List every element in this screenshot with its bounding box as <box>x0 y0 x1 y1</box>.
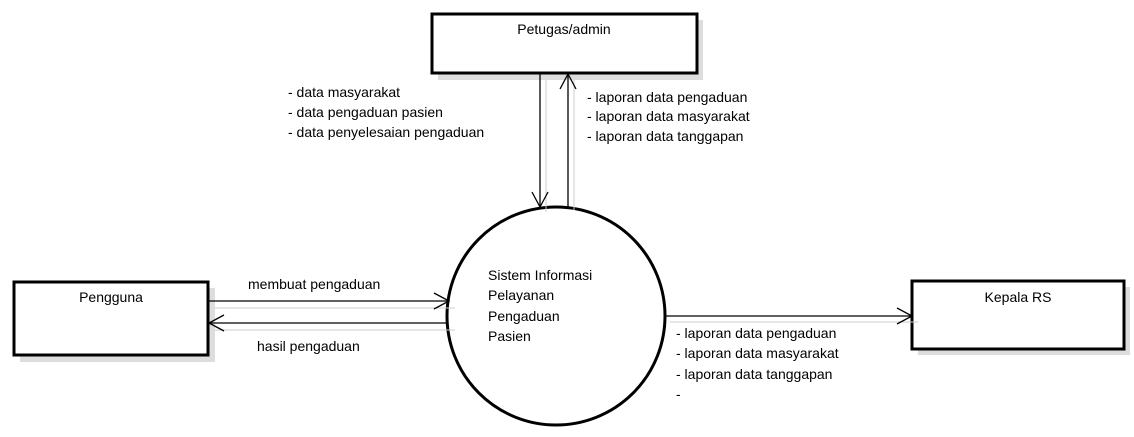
flow-label: - data masyarakat <box>288 84 400 100</box>
flow-label: - laporan data pengaduan <box>587 89 747 105</box>
flow-system-to-pengguna <box>207 314 455 332</box>
flow-label: - laporan data pengaduan <box>676 325 836 341</box>
flow-system-to-petugas <box>559 72 577 210</box>
flow-label: - laporan data masyarakat <box>676 345 839 361</box>
process-label: Pelayanan <box>488 287 554 303</box>
process-label: Pasien <box>488 328 531 344</box>
flow-label: - laporan data masyarakat <box>587 108 750 124</box>
flow-label: - laporan data tanggapan <box>676 366 832 382</box>
entity-pengguna[interactable]: Pengguna <box>12 280 215 362</box>
entity-petugas-admin[interactable]: Petugas/admin <box>430 12 703 80</box>
entity-label: Kepala RS <box>985 289 1052 305</box>
label-pengguna-to-system: membuat pengaduan <box>248 276 380 292</box>
label-system-to-petugas: - laporan data pengaduan - laporan data … <box>587 89 750 144</box>
flow-petugas-to-system <box>531 73 549 212</box>
process-label: Pengaduan <box>488 308 560 324</box>
flow-label: - data pengaduan pasien <box>288 104 443 120</box>
process-label: Sistem Informasi <box>488 267 592 283</box>
flow-label: - <box>676 386 681 402</box>
label-petugas-to-system: - data masyarakat - data pengaduan pasie… <box>288 84 484 140</box>
flow-system-to-kepala <box>665 307 918 325</box>
entity-label: Petugas/admin <box>517 21 610 37</box>
flow-label: - laporan data tanggapan <box>587 128 743 144</box>
flow-pengguna-to-system <box>208 292 455 310</box>
entity-label: Pengguna <box>79 289 143 305</box>
label-system-to-pengguna: hasil pengaduan <box>257 338 360 354</box>
label-system-to-kepala: - laporan data pengaduan - laporan data … <box>676 325 839 402</box>
process-sistem-informasi[interactable]: Sistem Informasi Pelayanan Pengaduan Pas… <box>445 205 667 427</box>
entity-kepala-rs[interactable]: Kepala RS <box>910 279 1130 355</box>
flow-label: - data penyelesaian pengaduan <box>288 124 484 140</box>
